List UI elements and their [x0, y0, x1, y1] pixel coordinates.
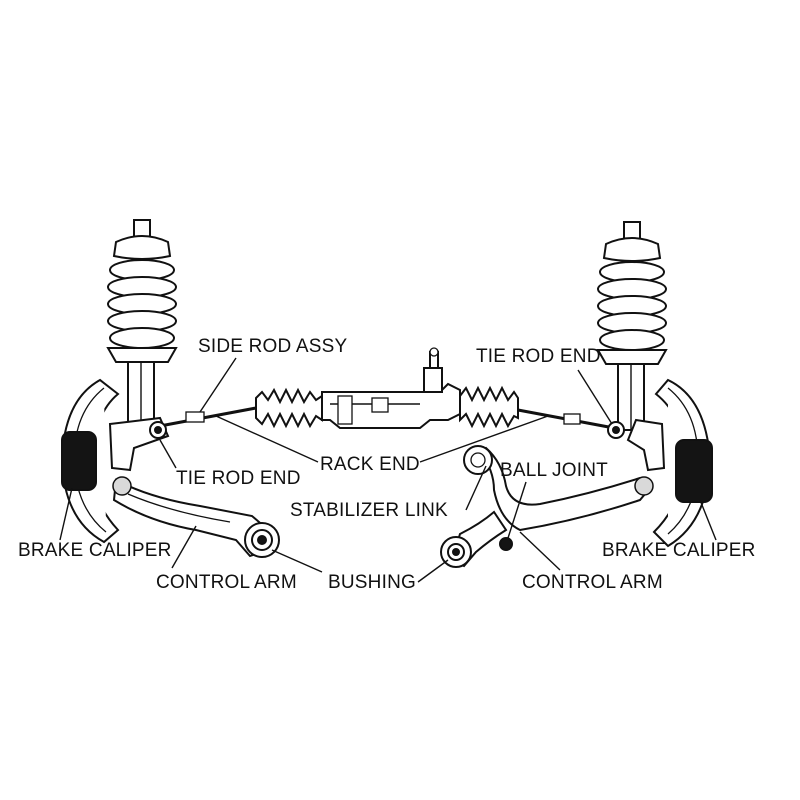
leader-rack-end-right: [419, 415, 549, 463]
leader-bushing-right: [417, 559, 449, 583]
leader-tie-rod-end-right: [577, 369, 613, 425]
label-bushing: BUSHING: [328, 572, 416, 593]
label-tie-rod-end-left: TIE ROD END: [176, 468, 301, 489]
label-brake-caliper-left: BRAKE CALIPER: [18, 540, 172, 561]
leader-control-arm-left: [171, 525, 197, 569]
stabilizer-link-mount: [499, 537, 513, 551]
label-brake-caliper-right: BRAKE CALIPER: [602, 540, 756, 561]
label-side-rod-assy: SIDE ROD ASSY: [198, 336, 347, 357]
left-tie-rod-end-part: [149, 421, 167, 439]
leader-control-arm-right: [519, 531, 561, 571]
label-control-arm-left: CONTROL ARM: [156, 572, 297, 593]
leader-rack-end: [215, 415, 319, 463]
right-front-bushing-part: [463, 445, 493, 475]
left-strut-assembly: [106, 219, 178, 433]
label-tie-rod-end-right: TIE ROD END: [476, 346, 601, 367]
label-rack-end: RACK END: [320, 454, 420, 475]
right-brake-caliper-part: [675, 439, 713, 503]
leader-brake-caliper-right: [699, 499, 717, 541]
right-tie-rod-end-part: [607, 421, 625, 439]
left-brake-caliper-part: [61, 431, 97, 491]
label-stabilizer-link: STABILIZER LINK: [290, 500, 448, 521]
leader-brake-caliper-left: [59, 487, 73, 541]
steering-rack: [159, 347, 615, 430]
label-ball-joint: BALL JOINT: [500, 460, 608, 481]
leader-lines: [59, 357, 717, 583]
label-control-arm-right: CONTROL ARM: [522, 572, 663, 593]
left-control-arm-part: [112, 476, 268, 558]
leader-side-rod-assy: [199, 357, 237, 413]
leader-ball-joint: [507, 481, 527, 539]
leader-stabilizer-link: [465, 465, 487, 511]
left-bushing-part: [244, 522, 280, 558]
leader-bushing-left: [271, 549, 323, 573]
leader-tie-rod-end-left: [159, 439, 177, 469]
right-strut-assembly: [596, 221, 668, 431]
right-bushing-part: [440, 536, 472, 568]
